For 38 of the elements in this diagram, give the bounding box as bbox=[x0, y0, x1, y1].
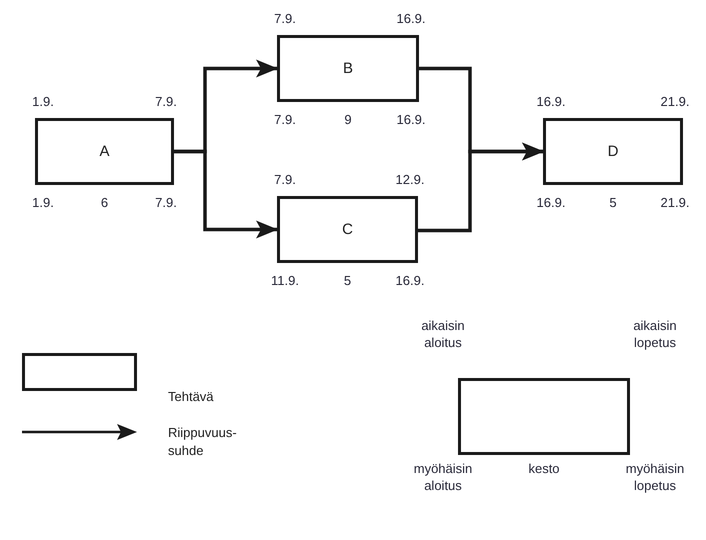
date-label: 7.9. bbox=[155, 195, 177, 212]
date-label: 16.9. bbox=[396, 273, 424, 290]
date-label: 12.9. bbox=[396, 172, 424, 189]
duration-label: kesto bbox=[528, 461, 560, 478]
date-label: 16.9. bbox=[396, 112, 426, 129]
duration-label: 6 bbox=[100, 195, 108, 212]
date-label: 11.9. bbox=[271, 273, 299, 290]
date-label: 7.9. bbox=[274, 11, 296, 28]
arrow bbox=[418, 142, 544, 232]
task-label: B bbox=[342, 60, 353, 77]
date-label: 16.9. bbox=[536, 94, 566, 111]
legend-label: Riippuvuus-suhde bbox=[168, 424, 238, 460]
date-label: 1.9. bbox=[32, 195, 54, 212]
date-label: 16.9. bbox=[396, 11, 426, 28]
date-label: 21.9. bbox=[660, 195, 690, 212]
duration-label: 9 bbox=[344, 112, 352, 129]
legend-label: Tehtävä bbox=[168, 388, 215, 406]
arrow bbox=[174, 150, 278, 238]
date-label: 7.9. bbox=[155, 94, 177, 111]
task-box bbox=[543, 118, 683, 185]
task-box bbox=[35, 118, 174, 185]
date-label: 7.9. bbox=[274, 112, 296, 129]
duration-label: 5 bbox=[344, 273, 352, 290]
date-label: 21.9. bbox=[660, 94, 690, 111]
task-label: A bbox=[99, 143, 110, 160]
task-box bbox=[277, 196, 418, 263]
date-label: 1.9. bbox=[32, 94, 54, 111]
duration-label: 5 bbox=[609, 195, 617, 212]
date-label: aikaisin lopetus bbox=[632, 318, 678, 352]
date-label: myöhäisin lopetus bbox=[624, 461, 686, 495]
task-label: D bbox=[608, 143, 618, 160]
date-label: myöhäisin aloitus bbox=[412, 461, 474, 495]
template-box bbox=[458, 378, 630, 455]
task-label: C bbox=[342, 221, 353, 238]
date-label: 7.9. bbox=[274, 172, 296, 189]
date-label: 16.9. bbox=[536, 195, 566, 212]
date-label: aikaisin aloitus bbox=[420, 318, 466, 352]
task-box bbox=[277, 35, 419, 102]
